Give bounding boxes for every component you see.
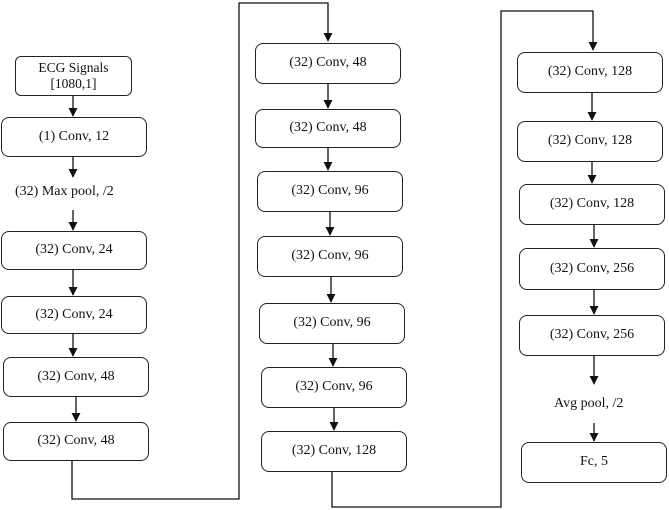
conv-layer-node: (32) Conv, 128 [261, 431, 407, 472]
conv-layer-node: (32) Conv, 128 [517, 121, 663, 162]
conv-layer-node: (32) Conv, 48 [255, 109, 401, 148]
conv-layer-node: (32) Conv, 96 [261, 367, 407, 408]
conv-layer-node: (32) Conv, 128 [517, 52, 663, 93]
conv-layer-node: (32) Conv, 128 [519, 184, 665, 225]
avgpool-layer-label: Avg pool, /2 [554, 396, 624, 411]
conv-layer-node: (32) Conv, 96 [257, 236, 403, 277]
connector-col2-to-col3 [331, 10, 598, 508]
conv-layer-node: (32) Conv, 48 [3, 422, 149, 461]
conv-layer-node: (32) Conv, 48 [3, 357, 149, 397]
conv-layer-node: (32) Conv, 48 [255, 43, 401, 84]
conv-layer-node: (1) Conv, 12 [1, 117, 147, 157]
conv-layer-node: (32) Conv, 256 [519, 248, 665, 290]
maxpool-layer-label: (32) Max pool, /2 [15, 184, 114, 199]
conv-layer-node: (32) Conv, 256 [519, 315, 665, 356]
input-shape: [1080,1] [50, 76, 97, 91]
conv-layer-node: (32) Conv, 24 [1, 231, 147, 270]
input-ecg-signals-node: ECG Signals [1080,1] [15, 56, 132, 96]
conv-layer-node: (32) Conv, 96 [257, 171, 403, 212]
conv-layer-node: (32) Conv, 96 [259, 303, 405, 344]
conv-layer-node: (32) Conv, 24 [1, 296, 147, 334]
connector-col1-to-col2 [71, 2, 333, 500]
input-title: ECG Signals [38, 59, 109, 75]
fc-layer-node: Fc, 5 [521, 442, 667, 483]
